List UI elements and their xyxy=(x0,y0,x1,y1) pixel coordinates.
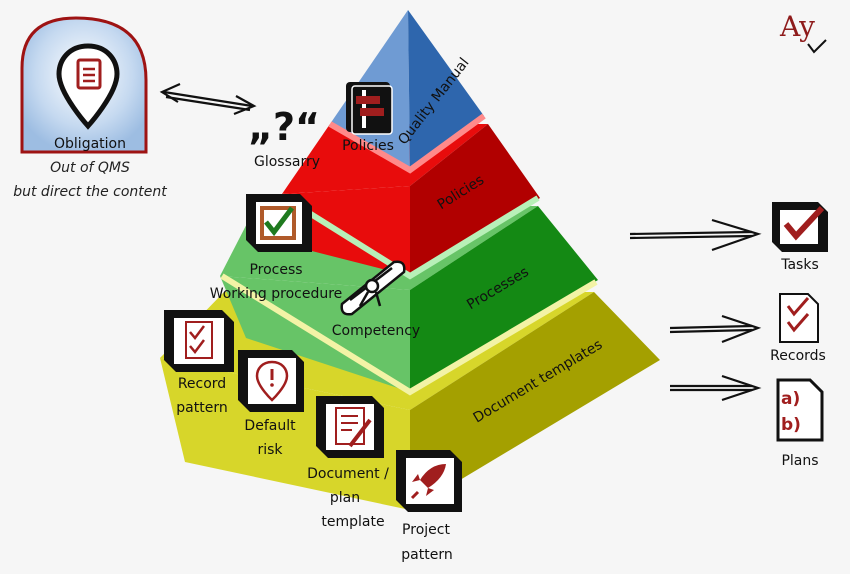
document-edit-icon xyxy=(316,396,384,458)
tier4-right-face xyxy=(410,292,660,510)
document-template-item: Document / plan template xyxy=(307,396,389,530)
arrow-to-tasks-icon xyxy=(629,218,762,252)
record-pattern-item: Record pattern xyxy=(164,310,234,416)
record-label-1: Record xyxy=(178,376,226,392)
tier-separator-3 xyxy=(220,273,598,396)
tier4-front-face xyxy=(160,358,410,510)
policies-label: Policies xyxy=(342,138,394,154)
process-label-2: Working procedure xyxy=(210,286,343,302)
plans-b-marker: b) xyxy=(781,415,801,435)
project-label-2: pattern xyxy=(401,547,452,563)
project-label-1: Project xyxy=(402,522,450,538)
brand-mark: Ay xyxy=(779,10,815,43)
tier-separator-1 xyxy=(328,113,486,174)
location-pin-icon xyxy=(56,43,120,130)
diploma-scroll-icon xyxy=(340,260,406,316)
checkbox-icon xyxy=(246,194,312,252)
plans-label: Plans xyxy=(781,453,818,469)
project-pattern-item: Project pattern xyxy=(396,450,462,563)
risk-label-1: Default xyxy=(244,418,296,434)
tier2-right-face xyxy=(410,124,540,276)
task-checkbox-icon xyxy=(772,202,828,252)
brand-check-icon xyxy=(807,39,827,54)
tier3-right-face xyxy=(410,206,598,392)
obligation-title: Obligation xyxy=(54,136,126,152)
checklist-icon xyxy=(164,310,234,372)
plan-document-icon: a) b) xyxy=(776,378,824,442)
record-label-2: pattern xyxy=(176,400,227,416)
record-checklist-icon xyxy=(779,293,819,343)
obligation-badge: Obligation Out of QMS but direct the con… xyxy=(13,16,167,200)
arrow-to-records-icon xyxy=(669,314,762,344)
rocket-icon xyxy=(396,450,462,512)
double-arrow-icon xyxy=(159,82,257,116)
pyramid: Quality Manual Policies Processes Docume… xyxy=(160,10,660,510)
tasks-output: Tasks xyxy=(772,202,828,273)
default-risk-item: Default risk xyxy=(238,350,304,458)
signpost-book-icon xyxy=(346,82,393,135)
records-label: Records xyxy=(770,348,826,364)
plans-a-marker: a) xyxy=(781,389,800,409)
document-label-1: Document / xyxy=(307,466,389,482)
obligation-line2: but direct the content xyxy=(13,184,167,200)
tier-separator-2 xyxy=(280,193,540,280)
process-label-1: Process xyxy=(249,262,302,278)
document-label-2: plan xyxy=(330,490,360,506)
brand-logo: Ay xyxy=(779,10,827,54)
glossary: „?“ Glossarry xyxy=(248,105,320,170)
competency-label: Competency xyxy=(332,323,420,339)
plans-output: a) b) Plans xyxy=(776,378,824,469)
glossary-label: Glossarry xyxy=(254,154,320,170)
document-label-3: template xyxy=(321,514,384,530)
arrow-to-plans-icon xyxy=(670,374,762,402)
tier1-right-face xyxy=(408,10,484,170)
process-item: Process Working procedure xyxy=(210,194,343,302)
policies-item: Policies xyxy=(342,82,394,154)
competency-item: Competency xyxy=(332,260,420,339)
glossary-quote-icon: „?“ xyxy=(248,105,320,149)
records-output: Records xyxy=(770,293,826,364)
risk-label-2: risk xyxy=(257,442,283,458)
obligation-line1: Out of QMS xyxy=(50,160,130,176)
tasks-label: Tasks xyxy=(780,257,819,273)
risk-pin-icon xyxy=(238,350,304,412)
